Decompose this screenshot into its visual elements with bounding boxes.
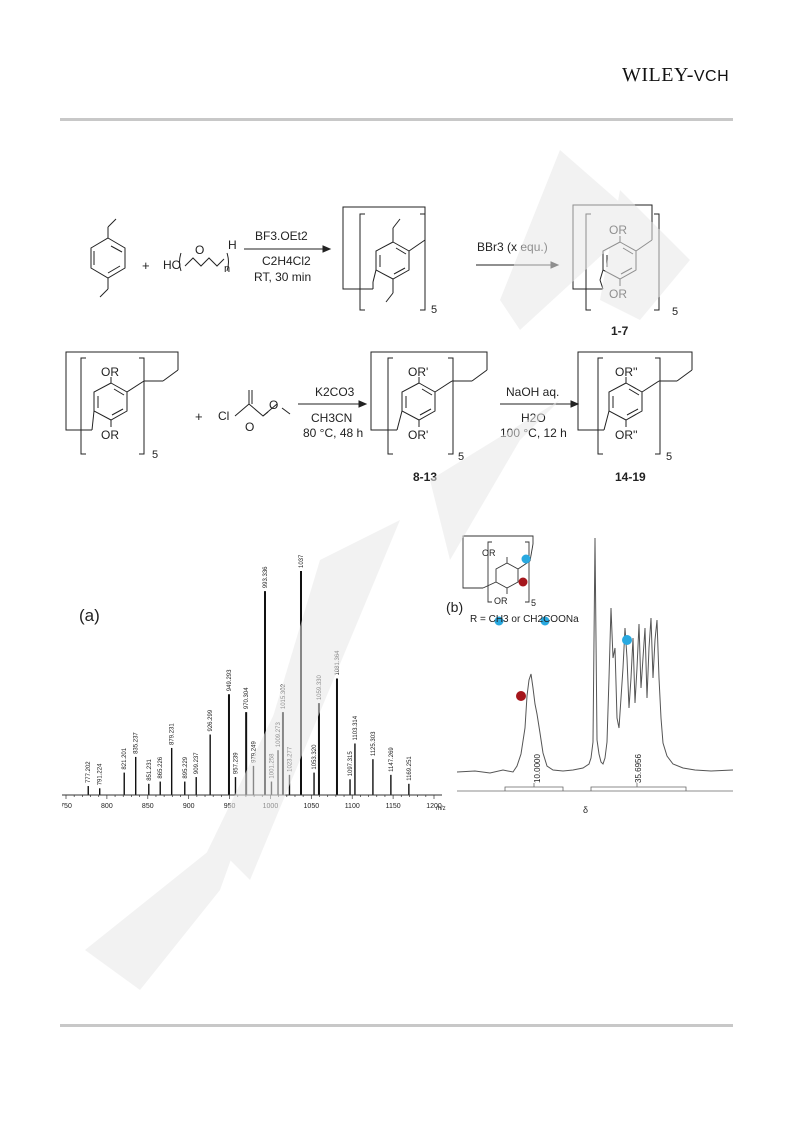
ms-peak-label: 791.224 [98,763,104,785]
x-tick-label: 1000 [263,803,279,810]
start-subscript: 5 [152,449,159,461]
brand-main: WILEY- [622,64,694,86]
ms-peak-label: 957.239 [233,752,239,774]
ms-peak-label: 926.299 [208,709,214,731]
x-unit-label: m/z [436,806,446,812]
step1-conditions: 80 °C, 48 h [303,426,364,440]
compound-label-14-19: 14-19 [615,470,646,484]
ester-o: O [269,398,279,412]
ms-peak-label: 1081.364 [335,650,341,676]
ms-peak-label: 865.226 [158,756,164,778]
chloro-cl: Cl [218,409,230,423]
inset-or-top: OR [482,548,496,558]
step2-conditions: 100 °C, 12 h [500,426,567,440]
naoh-reagent: NaOH aq. [506,385,560,399]
x-tick-label: 1200 [426,803,442,810]
header-rule [60,118,733,121]
nmr-spectrum-b [455,528,735,818]
product-subscript: 5 [672,306,679,318]
ch3cn-solvent: CH3CN [311,411,353,425]
x-tick-label: 850 [142,803,154,810]
plus-sign: + [142,258,150,273]
reagent-bf3: BF3.OEt2 [255,229,308,243]
ester-carbonyl-o: O [245,420,255,434]
ms-peak-label: 979.249 [251,741,257,763]
x-tick-label: 1050 [304,803,320,810]
x-tick-label: 750 [62,803,72,810]
end-or-bottom: OR'' [615,428,638,442]
ms-peak-label: 1169.251 [407,756,413,781]
paraform-ho: HO [163,258,181,272]
ms-peak-label: 1103.314 [353,715,359,740]
ms-peak-label: 949.293 [227,669,233,691]
panel-label-b: (b) [446,599,464,615]
ms-peak-label: 1015.302 [281,683,287,709]
ms-peak-label: 1125.303 [371,731,377,756]
product-or-bottom: OR [609,287,627,301]
marker-blue-legend-1 [494,616,504,626]
paraform-n: n [224,263,231,275]
ms-peak-label: 835.237 [134,732,140,754]
macro-subscript: 5 [431,304,438,316]
marker-blue-peak [622,635,632,645]
x-tick-label: 900 [183,803,195,810]
mid-subscript: 5 [458,451,465,463]
inset-subscript: 5 [531,598,537,608]
panel-label-a: (a) [79,606,100,625]
ms-peak-label: 1147.269 [389,747,395,772]
mid-or-bottom: OR' [408,428,429,442]
compound-label-1-7: 1-7 [611,324,629,338]
ms-peak-label: 1053.320 [312,744,318,770]
compound-label-8-13: 8-13 [413,470,438,484]
k2co3-reagent: K2CO3 [315,385,355,399]
x-tick-label: 800 [101,803,113,810]
ms-peak-label: 1037.363 [299,555,305,568]
ms-peak-label: 821.201 [122,747,128,769]
h2o-solvent: H2O [521,411,546,425]
ms-peak-label: 1059.330 [317,674,323,700]
marker-red-peak [516,691,526,701]
ms-peak-label: 970.304 [244,687,250,709]
ms-peak-label: 895.229 [183,756,189,778]
product-or-top: OR [609,223,627,237]
ms-peak-label: 1001.258 [269,753,275,779]
publisher-logo: WILEY-VCH [622,64,729,87]
integral-2: 35.6956 [634,754,643,783]
r-group-legend: R = CH3 or CH2COONa [470,614,579,625]
x-tick-label: 1150 [386,803,401,810]
reagent-conditions: RT, 30 min [254,270,312,284]
mass-spectrum-a: 777.202 791.224 821.201 835.237 851.231 865.2… [62,555,442,810]
plus-sign-2: + [195,409,203,424]
bbr3-reagent: BBr3 (x equ.) [477,240,548,254]
ms-peak-label: 1009.273 [276,722,282,748]
marker-red-inset [518,577,528,587]
ms-peak-label: 993.336 [263,566,269,588]
footer-rule [60,1024,733,1027]
brand-suffix: VCH [693,68,730,85]
start-or-bottom: OR [101,428,119,442]
ms-peak-label: 879.231 [170,723,176,745]
paraform-h: H [228,238,237,252]
marker-blue-legend-2 [540,616,550,626]
marker-blue-inset [521,554,531,564]
ms-peak-label: 777.202 [86,761,92,783]
ms-peak-label: 851.231 [147,758,153,780]
ms-peak-label: 909.237 [194,752,200,774]
inset-or-bottom: OR [494,596,508,606]
x-tick-label: 1100 [345,803,360,810]
x-tick-label: 950 [224,803,236,810]
start-or-top: OR [101,365,119,379]
delta-axis-label: δ [583,805,589,815]
end-or-top: OR'' [615,365,638,379]
ms-peak-label: 1023.277 [287,746,293,772]
reagent-solvent: C2H4Cl2 [262,254,311,268]
mid-or-top: OR' [408,365,429,379]
end-subscript: 5 [666,451,673,463]
paraform-o: O [195,243,205,257]
ms-peak-label: 1097.315 [348,751,354,777]
integral-1: 10.0000 [533,754,542,783]
